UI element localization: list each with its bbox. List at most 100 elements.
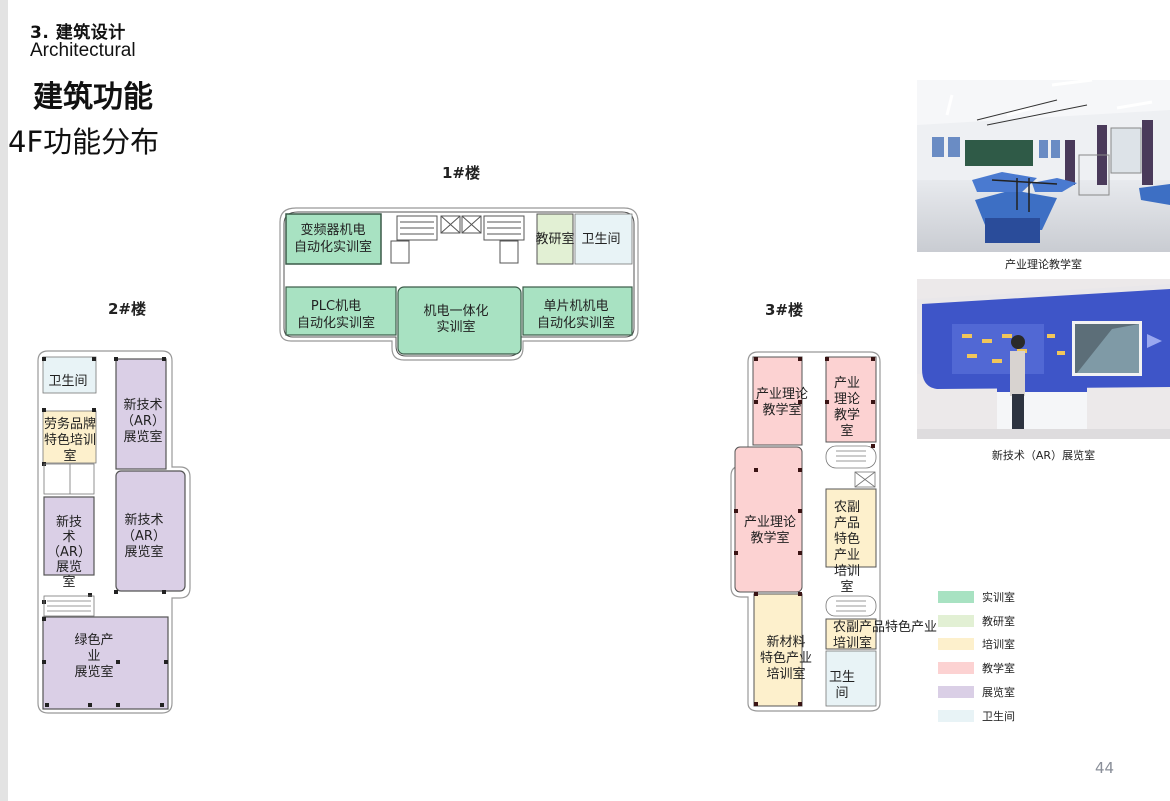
room-b1-mechatronics-lab	[397, 286, 522, 355]
building-3-label: 3#楼	[765, 301, 804, 319]
room-label: 展览室	[124, 544, 163, 560]
room-label: 特色培训	[44, 432, 96, 448]
room-b1-mcu-lab	[522, 286, 633, 336]
room-label: 特色	[834, 531, 860, 547]
legend-item-cultivation: 培训室	[938, 633, 1015, 657]
room-b2-ar-exhibit-b	[43, 496, 95, 576]
legend-label: 教学室	[982, 662, 1015, 676]
legend-label: 实训室	[982, 590, 1015, 604]
section-heading-en: Architectural	[30, 40, 136, 61]
room-label: 展览室	[123, 429, 162, 445]
room-label: 术	[62, 530, 75, 545]
room-label: 新技	[56, 514, 82, 530]
room-b1-plc-lab	[285, 286, 397, 336]
room-b3-teaching-b	[825, 356, 877, 443]
legend-swatch	[938, 614, 974, 627]
room-label: （AR）	[47, 545, 91, 560]
room-label: 产业理论	[744, 515, 796, 530]
section-heading: 3. 建筑设计	[30, 23, 126, 43]
ar-exhibit-illustration	[917, 279, 1170, 439]
legend-label: 展览室	[982, 686, 1015, 700]
room-label: 绿色产	[74, 632, 113, 648]
room-label-group: 新技术（AR）展览室	[121, 397, 165, 445]
room-label: 教学室	[762, 402, 801, 418]
room-label: 培训	[834, 563, 860, 579]
building-1-label: 1#楼	[442, 164, 481, 182]
room-label-group: 产业理论教学室	[744, 515, 796, 546]
legend-item-teaching: 教学室	[938, 656, 1015, 680]
legend-label: 教研室	[982, 614, 1015, 628]
room-b2-restroom	[42, 356, 97, 394]
room-label: 自动化实训室	[297, 315, 375, 331]
room-label: 实训室	[436, 319, 475, 335]
photo-caption-ar-exhibit: 新技术（AR）展览室	[991, 449, 1096, 462]
room-b1-vfd-lab	[285, 213, 382, 265]
room-label: 卫生间	[581, 232, 620, 247]
room-label: 教学室	[750, 530, 789, 546]
legend-item-training: 实训室	[938, 585, 1015, 609]
room-label: 卫生间	[48, 374, 87, 389]
room-b2-ar-exhibit-c	[115, 470, 186, 592]
room-label: 自动化实训室	[294, 239, 372, 255]
page-number: 44	[1095, 759, 1115, 777]
room-b3-agri-training-b	[825, 618, 877, 650]
room-label: 室	[62, 574, 75, 590]
room-b3-newmat-training	[753, 593, 803, 707]
legend-swatch	[938, 686, 974, 699]
room-label-group: 卫生间	[48, 374, 87, 389]
room-label: 教学	[834, 407, 860, 423]
room-b2-green-exhibit	[42, 616, 169, 710]
room-label-group: 产业理论教学室	[756, 387, 808, 418]
room-label: 展览	[56, 559, 82, 575]
legend-swatch	[938, 662, 974, 675]
room-label-group: 卫生间	[829, 670, 855, 701]
room-label: 新材料	[766, 634, 805, 650]
legend-label: 培训室	[982, 638, 1015, 652]
room-label: 农副	[834, 500, 860, 515]
room-label: 新技术	[124, 512, 163, 528]
room-label: 培训室	[766, 666, 805, 682]
room-label: PLC机电	[311, 299, 361, 314]
room-label: 室	[840, 579, 853, 595]
room-label-group: 新技术（AR）展览室	[122, 512, 166, 560]
room-label: 室	[63, 448, 76, 464]
room-label: 业	[87, 649, 100, 664]
room-label: 产品	[834, 516, 860, 531]
legend-swatch	[938, 590, 974, 603]
photo-caption-teaching-room: 产业理论教学室	[1005, 258, 1082, 271]
room-label: 产业	[834, 548, 860, 563]
room-label: 卫生	[829, 670, 855, 685]
left-edge-strip	[0, 0, 8, 801]
room-label: 农副产品特色产业	[833, 619, 937, 635]
room-b3-teaching-c	[734, 446, 803, 593]
room-b2-ar-exhibit-a	[115, 358, 167, 470]
room-label: 自动化实训室	[537, 315, 615, 331]
room-b2-labor-training	[42, 410, 97, 464]
building-1-plan: 变频器机电 自动化实训室 教研室 卫生间 PLC机电 自动化实训室 机电一体化 …	[279, 207, 639, 361]
room-label: 展览室	[74, 664, 113, 680]
room-label: 间	[835, 686, 848, 701]
room-label: 机电一体化	[423, 304, 488, 319]
photo-ar-exhibit	[917, 279, 1170, 439]
teaching-room-illustration	[917, 80, 1170, 252]
page-subtitle: 4F功能分布	[8, 125, 160, 159]
room-label: 变频器机电	[300, 222, 365, 238]
room-label-group: 产业理论教学室	[834, 376, 860, 439]
room-label: 特色产业	[760, 650, 812, 666]
room-label: （AR）	[121, 414, 165, 429]
room-label: 教研室	[535, 231, 574, 247]
room-label: 劳务品牌	[44, 416, 96, 432]
legend-item-restroom: 卫生间	[938, 704, 1015, 728]
legend-label: 卫生间	[982, 709, 1015, 723]
building-2-label: 2#楼	[108, 300, 147, 318]
room-label: 产业	[834, 376, 860, 391]
room-label: 新技术	[123, 397, 162, 413]
page-title: 建筑功能	[33, 80, 153, 115]
legend: 实训室 教研室 培训室 教学室 展览室 卫生间	[938, 585, 1015, 728]
